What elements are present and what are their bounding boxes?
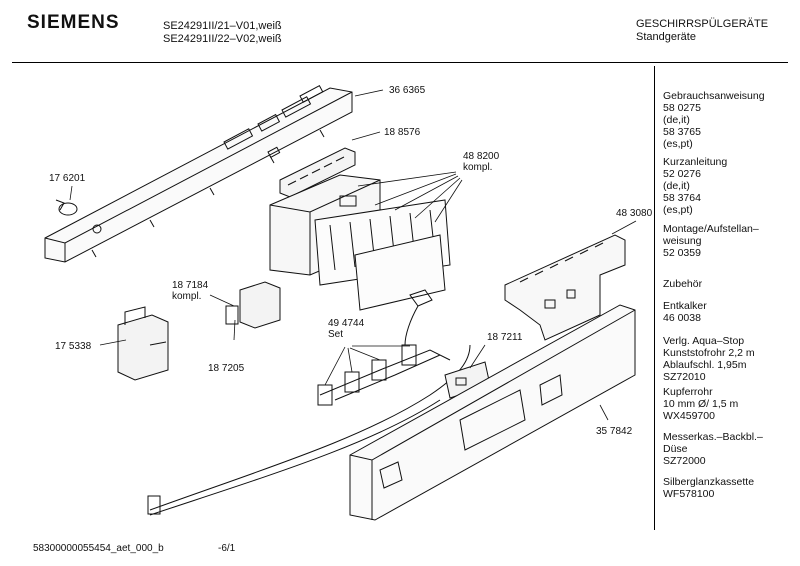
sidebar-line: Entkalker	[663, 300, 707, 312]
part-note: Set	[328, 329, 344, 340]
part-label-176201: 17 6201	[49, 173, 86, 184]
sidebar-group-accessories: Zubehör	[663, 278, 793, 290]
category-title: GESCHIRRSPÜLGERÄTE	[636, 18, 769, 30]
sidebar-line: Ablaufschl. 1,95m	[663, 359, 747, 371]
sidebar-line: 46 0038	[663, 312, 701, 324]
sidebar-line: WF578100	[663, 488, 715, 500]
part-label-366365: 36 6365	[389, 85, 426, 96]
sidebar-line: SZ72010	[663, 371, 706, 383]
sidebar-group-installation: Montage/Aufstellan– weisung 52 0359	[663, 223, 793, 259]
sidebar-line: Messerkas.–Backbl.–	[663, 431, 763, 443]
sidebar-line: Kurzanleitung	[663, 156, 728, 168]
sidebar-line: Zubehör	[663, 278, 703, 290]
sidebar-line: Montage/Aufstellan–	[663, 223, 759, 235]
sidebar-line: Kunststofrohr 2,2 m	[663, 347, 755, 359]
sidebar-line: Silberglanzkassette	[663, 476, 755, 488]
sidebar-group-quickguide: Kurzanleitung 52 0276 (de,it) 58 3764 (e…	[663, 156, 793, 216]
sidebar-line: 10 mm Ø/ 1,5 m	[663, 398, 739, 410]
footer-doc-id: 58300000055454_aet_000_b	[33, 543, 164, 554]
part-note: kompl.	[463, 162, 493, 173]
part-label-483080: 48 3080	[616, 208, 653, 219]
sidebar-line: 52 0359	[663, 247, 701, 259]
relay-drawing	[225, 281, 281, 329]
sidebar-line: (es,pt)	[663, 138, 693, 150]
control-panel-drawing	[44, 84, 353, 263]
part-number: 48 8200	[463, 151, 500, 162]
sidebar-group-descaler: Entkalker 46 0038	[663, 300, 793, 324]
part-note: kompl.	[172, 291, 202, 302]
button-strip-drawing	[279, 147, 356, 198]
cable-harness-drawing	[147, 289, 471, 516]
brand-logo: SIEMENS	[27, 12, 120, 33]
part-number: 18 7184	[172, 280, 209, 291]
sidebar-line: (de,it)	[663, 114, 690, 126]
part-label-175338: 17 5338	[55, 341, 92, 352]
switch-drawing	[117, 306, 169, 381]
sidebar-divider	[654, 66, 655, 530]
category-subtitle: Standgeräte	[636, 31, 696, 43]
sidebar-line: 58 3765	[663, 126, 701, 138]
bracket-drawing	[504, 234, 626, 341]
part-label-187205: 18 7205	[208, 363, 245, 374]
sidebar-line: Düse	[663, 443, 688, 455]
sidebar-line: 52 0276	[663, 168, 701, 180]
sidebar-line: (de,it)	[663, 180, 690, 192]
sidebar-line: Gebrauchsanweisung	[663, 90, 765, 102]
part-label-494744: 49 4744 Set	[328, 318, 364, 340]
part-label-187211: 18 7211	[487, 332, 523, 343]
sidebar-line: Verlg. Aqua–Stop	[663, 335, 745, 347]
model-line-1: SE24291II/21–V01,weiß	[163, 20, 282, 32]
sidebar-group-copperpipe: Kupferrohr 10 mm Ø/ 1,5 m WX459700	[663, 386, 793, 422]
sidebar-group-silverbox: Silberglanzkassette WF578100	[663, 476, 793, 500]
sidebar-line: (es,pt)	[663, 204, 693, 216]
sidebar-line: weisung	[663, 235, 702, 247]
sidebar-group-nozzle: Messerkas.–Backbl.– Düse SZ72000	[663, 431, 793, 467]
sidebar-line: 58 3764	[663, 192, 701, 204]
part-label-188576: 18 8576	[384, 127, 421, 138]
leader-lines	[69, 89, 637, 421]
sidebar-group-aquastop: Verlg. Aqua–Stop Kunststofrohr 2,2 m Abl…	[663, 335, 793, 383]
footer-page-number: -6/1	[218, 543, 236, 554]
model-line-2: SE24291II/22–V02,weiß	[163, 33, 282, 45]
sidebar-line: 58 0275	[663, 102, 701, 114]
small-knob-drawing	[55, 199, 78, 216]
header-divider	[12, 62, 788, 63]
part-label-357842: 35 7842	[596, 426, 633, 437]
part-label-488200: 48 8200 kompl.	[463, 151, 499, 173]
module-housing-drawing	[349, 304, 636, 521]
sidebar-line: Kupferrohr	[663, 386, 713, 398]
sidebar-line: SZ72000	[663, 455, 706, 467]
part-number: 49 4744	[328, 318, 365, 329]
sidebar-group-manual: Gebrauchsanweisung 58 0275 (de,it) 58 37…	[663, 90, 793, 150]
sidebar-line: WX459700	[663, 410, 715, 422]
part-label-187184: 18 7184 kompl.	[172, 280, 208, 302]
